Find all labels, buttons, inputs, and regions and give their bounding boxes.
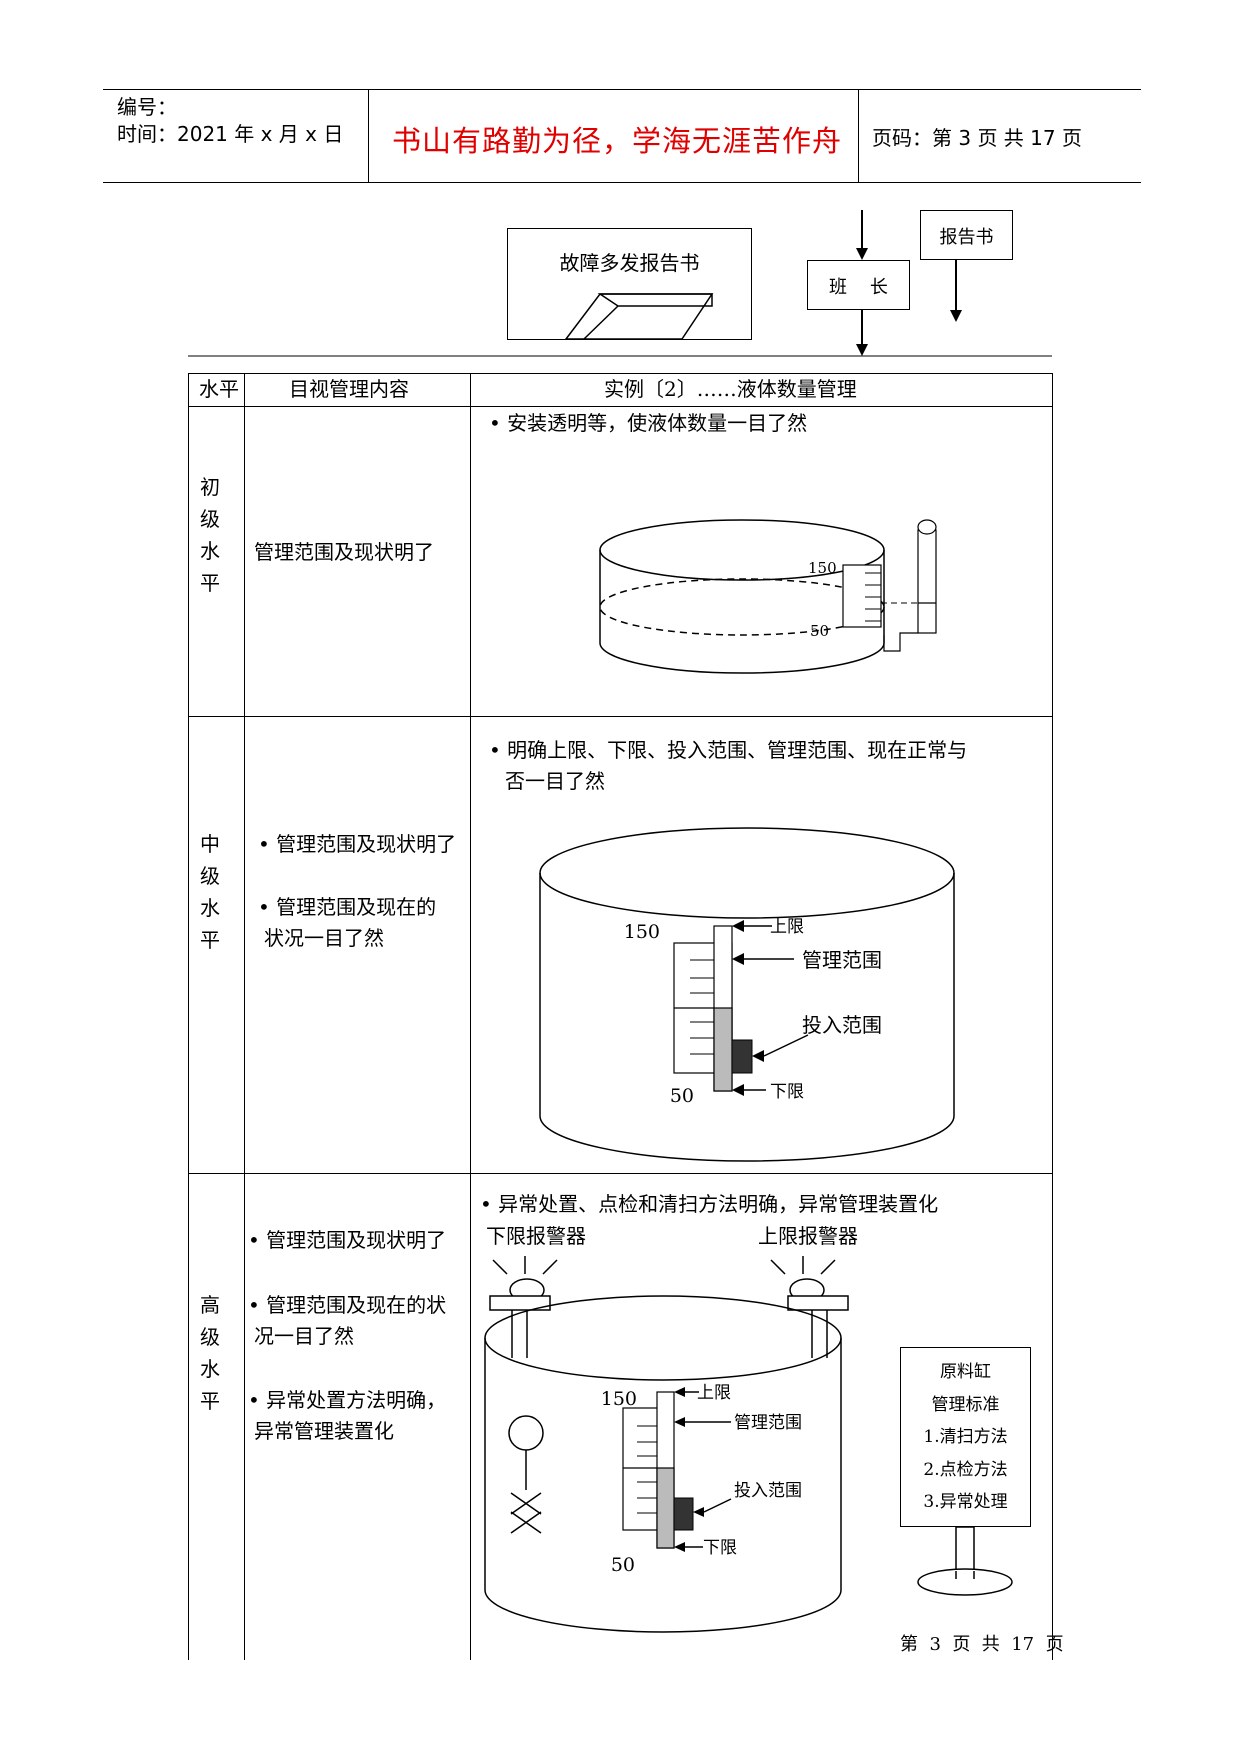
sign-line: 1.清扫方法 [923, 1427, 1008, 1447]
header-divider-left [368, 89, 369, 183]
row3-example-bullet: • 异常处置、点检和清扫方法明确，异常管理装置化 [480, 1192, 939, 1216]
table-header-bottom [188, 406, 1052, 407]
row3-label-50: 50 [611, 1554, 635, 1576]
row3-level-char: 水 [200, 1357, 220, 1381]
leader-label: 班 长 [829, 277, 888, 298]
header-motto: 书山有路勤为径，学海无涯苦作舟 [392, 124, 843, 158]
row2-example-bullet-1: • 明确上限、下限、投入范围、管理范围、现在正常与 [489, 738, 968, 762]
row3-label-150: 150 [601, 1388, 637, 1410]
row2-bottom [188, 1173, 1052, 1174]
row3-level-char: 高 [200, 1293, 220, 1317]
row3-level: 高 级 水 平 [200, 1289, 222, 1417]
row2-example-bullet-2: 否一目了然 [505, 769, 605, 793]
row1-level-char: 水 [200, 539, 220, 563]
th-level: 水平 [199, 377, 239, 401]
row2-level-char: 中 [200, 832, 220, 856]
row3-label-input: 投入范围 [734, 1481, 802, 1501]
fault-report-label: 故障多发报告书 [559, 251, 700, 275]
row2-content-2: • 管理范围及现在的 [258, 895, 437, 919]
row3-level-char: 平 [200, 1389, 220, 1413]
row3-content-3: 况一目了然 [254, 1324, 354, 1348]
sign-stand [917, 1526, 1013, 1596]
table-top [188, 373, 1052, 374]
row2-content-3: 状况一目了然 [264, 926, 384, 950]
row1-level-char: 初 [200, 475, 220, 499]
row1-label-150: 150 [808, 559, 837, 577]
th-example: 实例〔2〕……液体数量管理 [604, 377, 857, 401]
row2-level-char: 水 [200, 896, 220, 920]
sign-line: 管理标准 [931, 1394, 1000, 1415]
row3-label-lower: 下限 [703, 1538, 737, 1558]
th-content: 目视管理内容 [289, 377, 409, 401]
row2-tank-diagram: 150 50 上限 管理范围 投入范围 下限 [539, 827, 955, 1162]
row2-label-150: 150 [624, 921, 660, 943]
fault-report-box: 故障多发报告书 [507, 228, 752, 340]
header-top-rule [103, 89, 1141, 90]
row2-content-1: • 管理范围及现状明了 [258, 832, 457, 856]
sign-line: 2.点检方法 [923, 1459, 1008, 1480]
row1-bottom [188, 716, 1052, 717]
row2-label-manage: 管理范围 [802, 948, 882, 972]
row1-content: 管理范围及现状明了 [254, 540, 434, 564]
row3-label-upper: 上限 [697, 1383, 731, 1403]
flow-arrows [188, 210, 1052, 357]
row2-level-char: 平 [200, 928, 220, 952]
row3-content-4: • 异常处置方法明确， [248, 1388, 447, 1412]
row3-label-manage: 管理范围 [734, 1413, 802, 1433]
header-divider-right [858, 89, 859, 183]
table-left [188, 373, 189, 1660]
header-number-label: 编号： [117, 95, 177, 119]
table-col1 [244, 373, 245, 1660]
row1-label-50: 50 [810, 622, 829, 640]
sign-line: 原料缸 [940, 1362, 991, 1382]
sign-line: 3.异常处理 [923, 1492, 1008, 1512]
row3-content-1: • 管理范围及现状明了 [248, 1228, 447, 1252]
row2-label-input: 投入范围 [802, 1013, 882, 1037]
row2-label-lower: 下限 [770, 1082, 804, 1102]
report-small-box: 报告书 [920, 210, 1013, 260]
row1-level-char: 平 [200, 571, 220, 595]
row1-level: 初 级 水 平 [200, 471, 222, 599]
book-icon [564, 293, 714, 340]
row3-content-5: 异常管理装置化 [254, 1419, 394, 1443]
row1-tank-diagram: 150 50 [599, 519, 937, 674]
standard-sign: 原料缸 管理标准 1.清扫方法 2.点检方法 3.异常处理 [900, 1347, 1031, 1527]
row3-alarm-high: 上限报警器 [758, 1224, 858, 1248]
header-time-label: 时间：2021 年 x 月 x 日 [117, 122, 344, 146]
header-page-label: 页码：第 3 页 共 17 页 [872, 126, 1082, 150]
row3-alarm-low: 下限报警器 [486, 1224, 586, 1248]
table-col2 [470, 373, 471, 1660]
row2-label-upper: 上限 [770, 917, 804, 937]
row3-tank-diagram: 150 50 上限 管理范围 投入范围 下限 [484, 1256, 849, 1633]
table-right [1052, 373, 1053, 1660]
row2-level: 中 级 水 平 [200, 828, 222, 956]
row2-level-char: 级 [200, 864, 220, 888]
leader-box: 班 长 [807, 260, 910, 310]
row1-example-bullet: • 安装透明等，使液体数量一目了然 [489, 411, 808, 435]
header-bottom-rule [103, 182, 1141, 183]
row3-content-2: • 管理范围及现在的状 [248, 1293, 447, 1317]
row3-level-char: 级 [200, 1325, 220, 1349]
row2-label-50: 50 [670, 1085, 694, 1107]
report-small-label: 报告书 [939, 227, 994, 248]
row1-level-char: 级 [200, 507, 220, 531]
page-footer: 第 3 页 共 17 页 [900, 1634, 1064, 1655]
